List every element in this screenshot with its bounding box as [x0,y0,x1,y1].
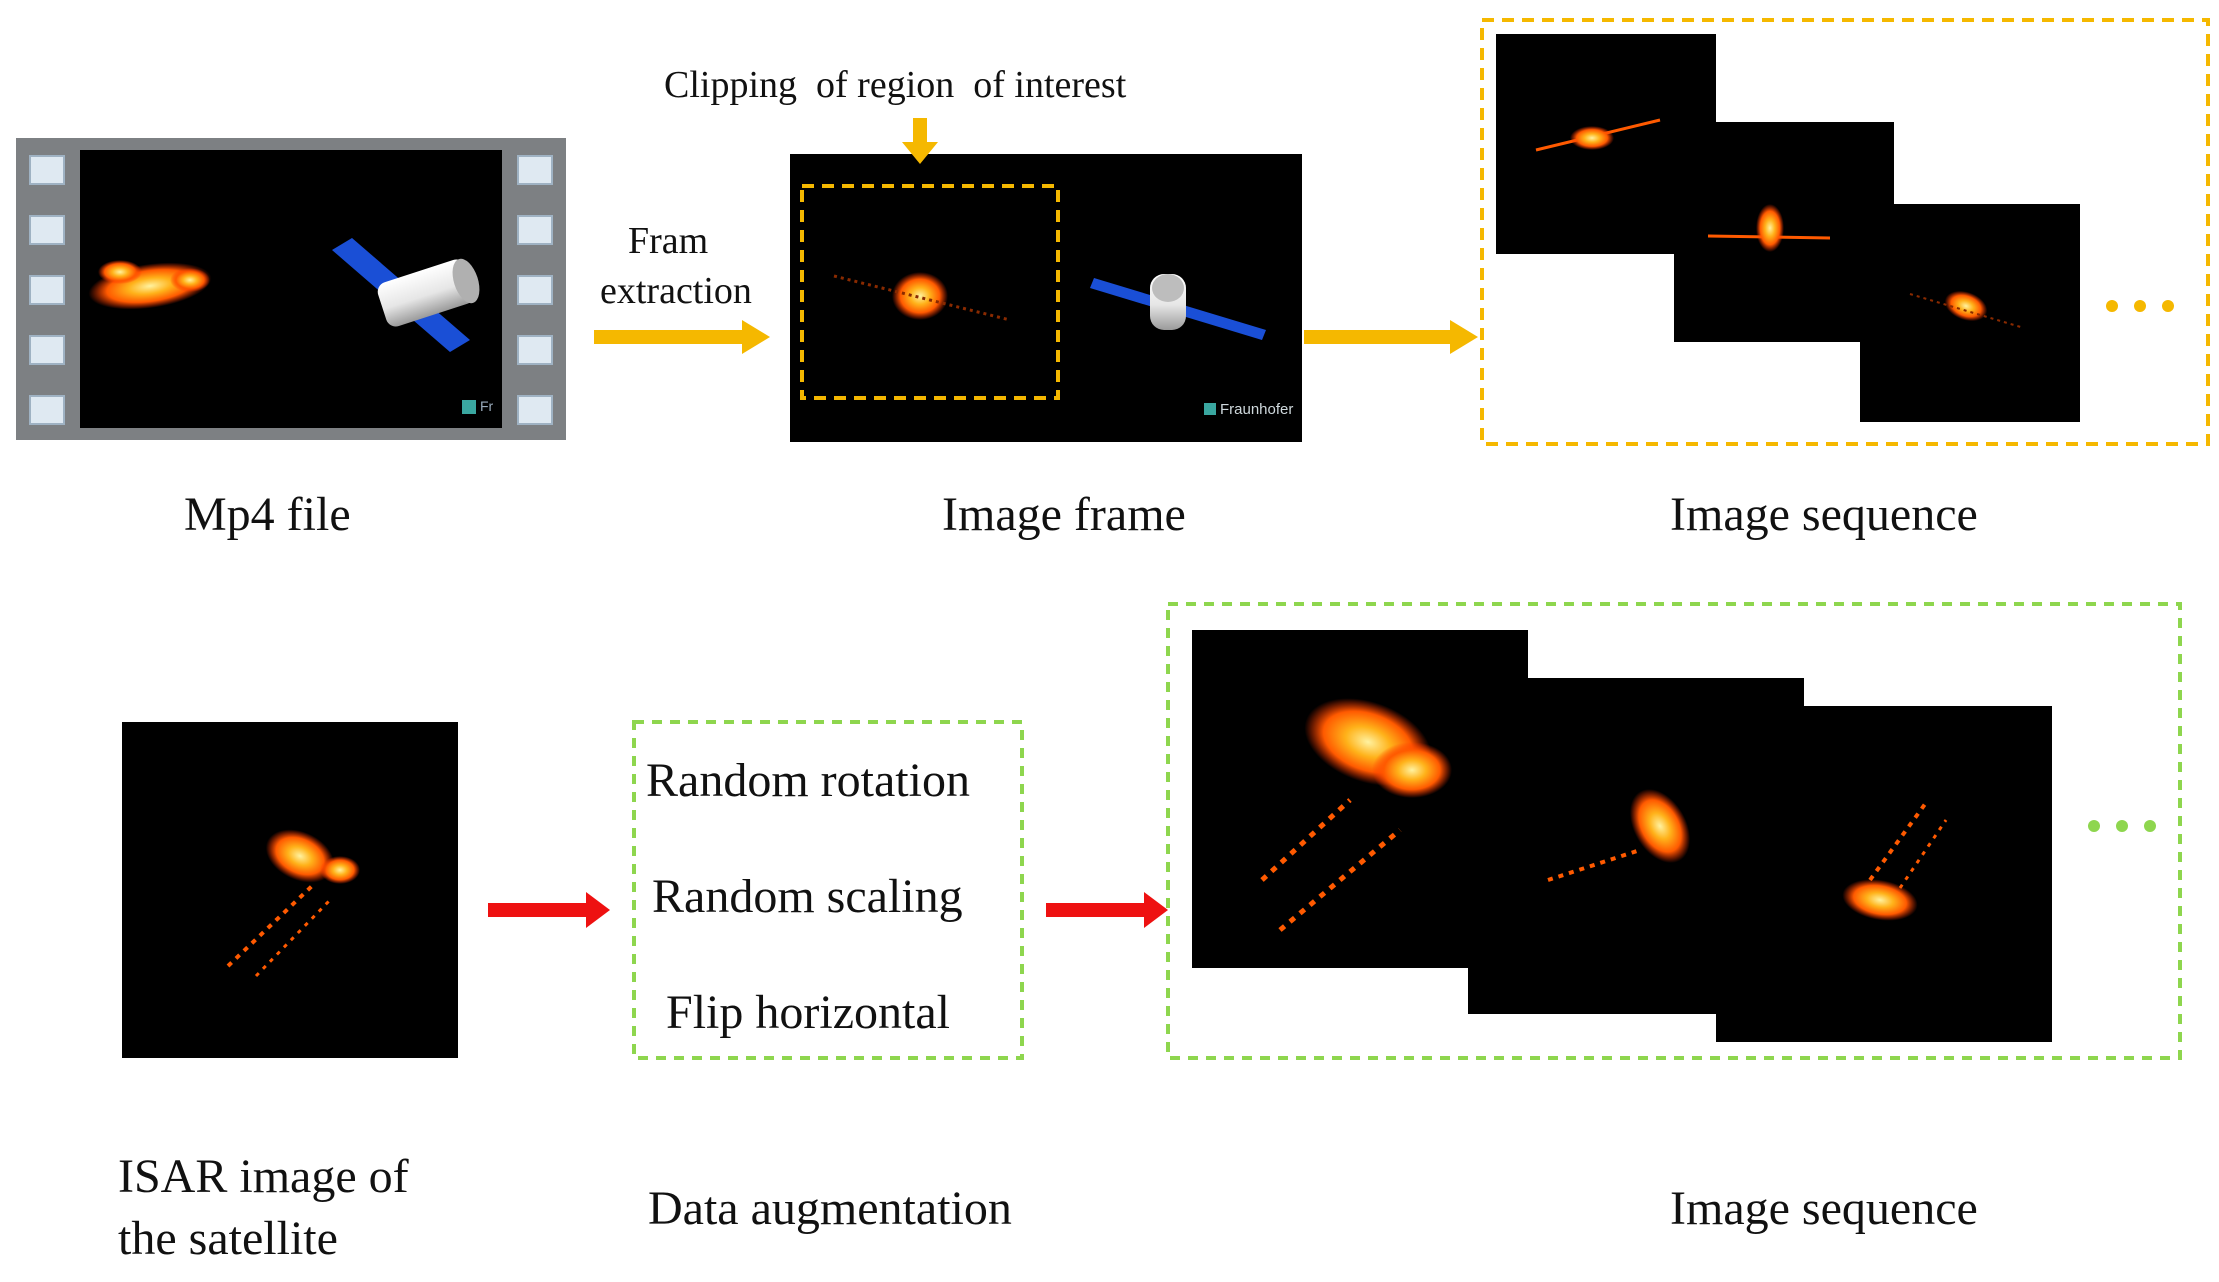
sequence-radar-blobs [1535,118,2025,329]
augmented-frame-3 [1716,706,2052,1042]
sequence-arrow [1304,320,1478,354]
top-sequence-label: Image sequence [1670,488,1978,541]
image-frame [790,154,1302,442]
bottom-sequence-label: Image sequence [1670,1182,1978,1235]
fram-label-line1: Fram [628,220,709,262]
mp4-logo-text: Fr [480,398,494,414]
augmented-sequence-container [1166,602,2182,1060]
augmentation-box [632,720,1024,1060]
red-arrow-2 [1046,892,1168,928]
region-of-interest-box [800,184,1060,400]
augment-option-flip: Flip horizontal [666,986,950,1039]
augment-option-scaling: Random scaling [652,870,963,923]
augmented-radar-blobs [1260,698,1948,932]
sequence-container [1480,18,2210,446]
red-arrow-1 [488,892,610,928]
isar-label-line1: ISAR image of [118,1150,409,1203]
mp4-radar-blob [88,260,212,310]
frame-logo-square [1204,403,1216,415]
fram-label-line2: extraction [600,270,752,312]
frame-logo-text: Fraunhofer [1220,401,1294,418]
clipping-arrow [902,118,938,164]
logo-square [462,400,476,414]
isar-label-line2: the satellite [118,1212,338,1265]
isar-radar-blob [226,829,360,978]
fram-extraction-arrow [594,320,770,354]
ellipsis-icon [2106,300,2174,312]
ellipsis-icon-green [2088,820,2156,832]
augmentation-label: Data augmentation [648,1182,1012,1235]
film-strip-icon [29,155,553,425]
frame-radar-blob [833,272,1011,322]
image-frame-label: Image frame [942,488,1186,541]
clipping-label: Clipping of region of interest [664,64,1127,106]
isar-image [122,722,458,1058]
satellite-icon [332,238,480,352]
frame-satellite-icon [1090,274,1266,340]
augment-option-rotation: Random rotation [646,754,970,807]
sequence-frame-2 [1674,122,1894,342]
mp4-file-label: Mp4 file [184,488,351,541]
